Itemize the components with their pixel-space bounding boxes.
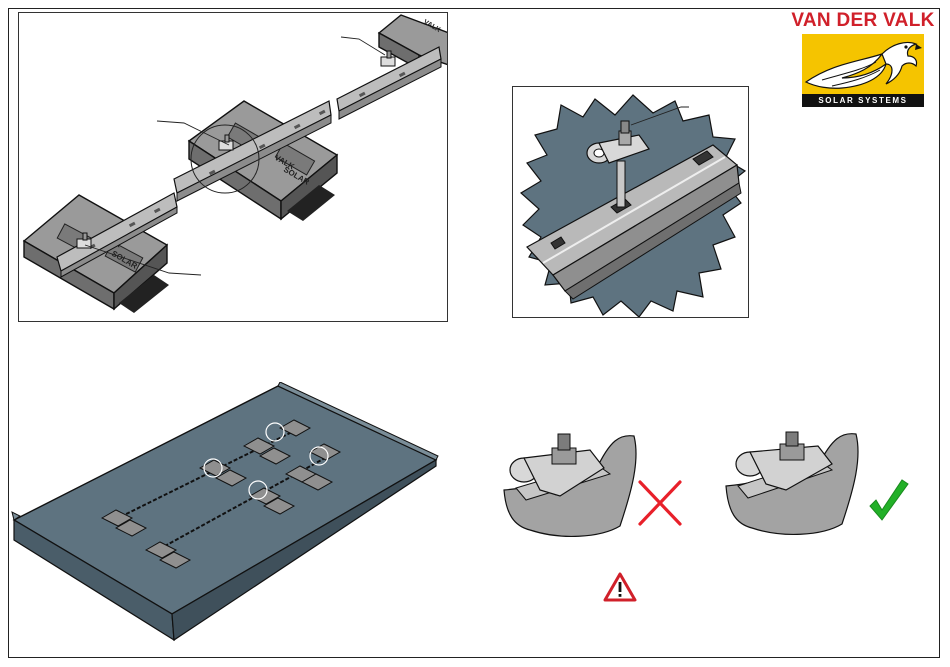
- clamp-incorrect-figure: [500, 430, 690, 545]
- warning-triangle-icon: [603, 572, 637, 602]
- brand-name: VAN DER VALK: [788, 10, 938, 32]
- brand-tagline: SOLAR SYSTEMS: [802, 94, 924, 107]
- clamp-detail-drawing: [513, 87, 749, 318]
- brand-logo: VAN DER VALK SOLAR SYSTEMS: [788, 10, 938, 110]
- rail-assembly-drawing: VALK SOLAR VALK SOLAR VALK: [19, 13, 448, 322]
- figure-rail-assembly: VALK SOLAR VALK SOLAR VALK: [18, 12, 448, 322]
- figure-roof-layout: [10, 382, 442, 644]
- cross-icon: [640, 482, 680, 524]
- figure-clamp-detail: [512, 86, 749, 318]
- clamp-correct-figure: [722, 430, 912, 545]
- mounting-rail: [57, 47, 441, 277]
- falcon-emblem: [802, 34, 924, 94]
- checkmark-icon: [870, 480, 908, 520]
